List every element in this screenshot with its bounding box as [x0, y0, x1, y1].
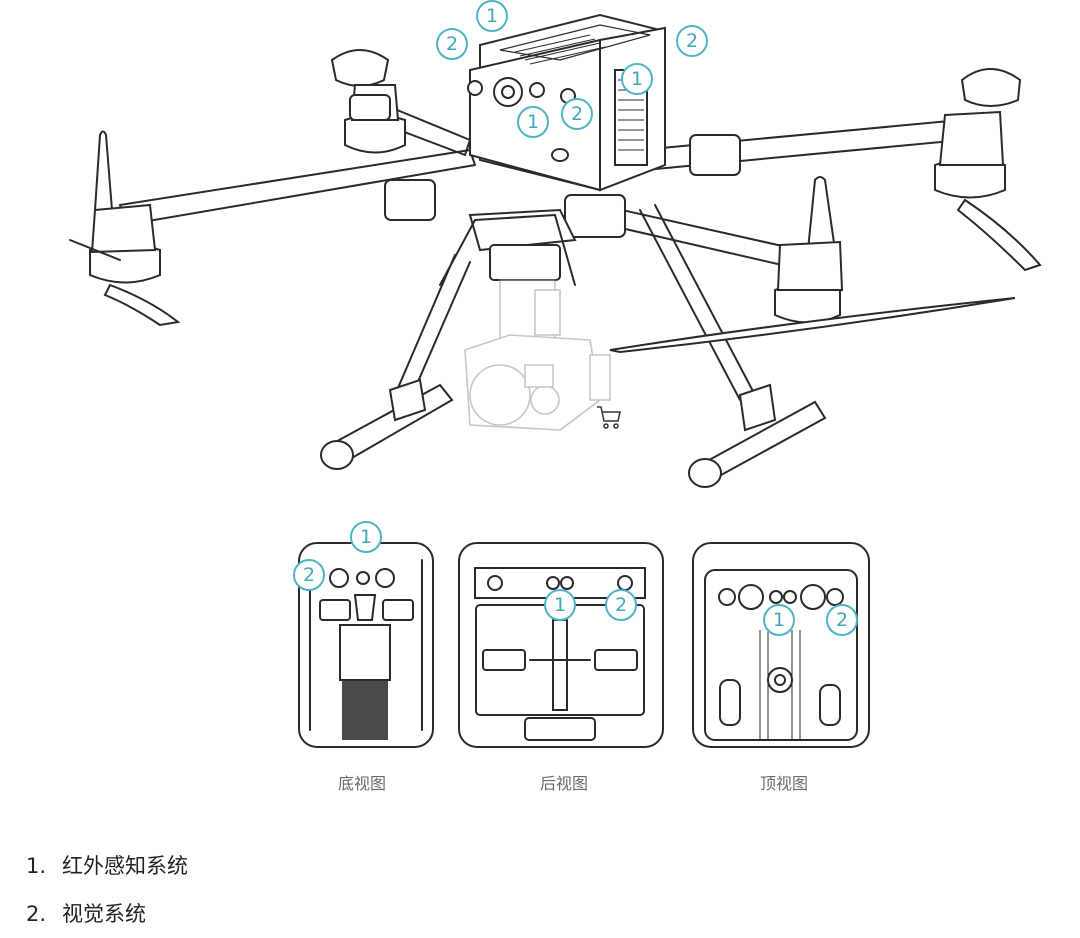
bottom-view-callout-vision: 2	[293, 559, 325, 591]
legend-item-1: 1. 红外感知系统	[26, 850, 188, 880]
rear-view-callout-vision: 2	[605, 589, 637, 621]
rear-view-callout-infrared: 1	[544, 589, 576, 621]
legend-number: 1.	[26, 854, 47, 878]
caption-rear-view: 后视图	[539, 774, 588, 793]
top-view-callout-infrared: 1	[763, 604, 795, 636]
shopping-cart-icon[interactable]	[596, 404, 622, 430]
callout-vision-right: 2	[676, 25, 708, 57]
rear-view	[458, 542, 664, 748]
top-view	[692, 542, 870, 748]
drone-diagram: 1 2 1 2 1 2	[69, 0, 1042, 793]
bottom-view	[298, 542, 434, 748]
callout-vision-left: 2	[436, 28, 468, 60]
legend-label: 视觉系统	[62, 902, 146, 926]
legend-item-2: 2. 视觉系统	[26, 898, 146, 928]
motor-right-top	[934, 68, 1042, 272]
motor-left	[69, 130, 181, 327]
caption-bottom-view: 底视图	[337, 774, 386, 793]
gimbal-mount	[439, 208, 577, 286]
callout-vision-front: 2	[561, 98, 593, 130]
legend-label: 红外感知系统	[62, 854, 188, 878]
payload-camera	[464, 279, 611, 431]
bottom-view-callout-infrared: 1	[350, 521, 382, 553]
motor-right-bottom	[609, 176, 1016, 354]
callout-infrared-right: 1	[621, 63, 653, 95]
legend-number: 2.	[26, 902, 47, 926]
caption-top-view: 顶视图	[759, 774, 808, 793]
view-illustrations	[298, 542, 870, 748]
callout-infrared-top: 1	[476, 0, 508, 32]
callout-infrared-front: 1	[517, 106, 549, 138]
top-view-callout-vision: 2	[826, 604, 858, 636]
